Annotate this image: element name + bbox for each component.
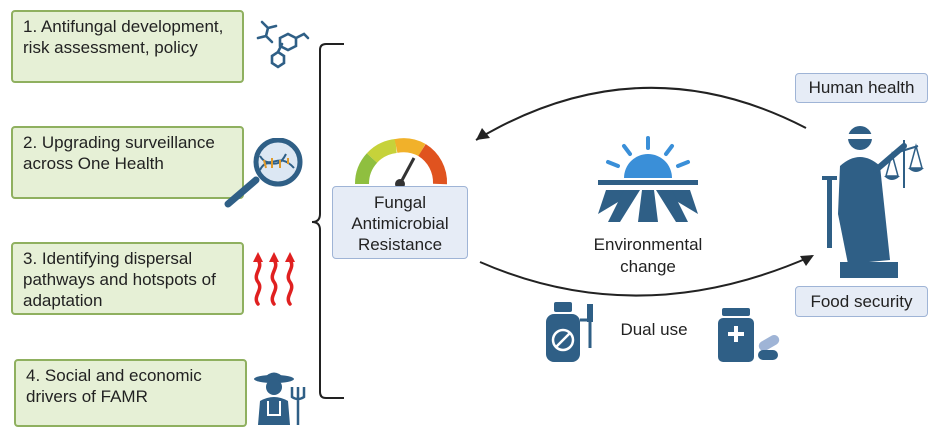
farmer-icon xyxy=(254,372,306,425)
dual-use-label: Dual use xyxy=(620,320,688,339)
arrow-to-outcomes xyxy=(479,255,813,297)
arrow-to-resistance-head xyxy=(476,128,490,140)
food-security-box: Food security xyxy=(795,286,928,317)
justice-statue-icon xyxy=(822,126,924,278)
heat-waves-icon xyxy=(253,252,295,306)
step-4-box: 4. Social and economic drivers of FAMR xyxy=(14,359,247,427)
step-1-label: 1. Antifungal development, risk assessme… xyxy=(23,17,224,57)
sprayer-icon xyxy=(546,302,593,362)
arrow-to-outcomes-head xyxy=(800,255,814,266)
medicine-icon xyxy=(718,308,780,362)
fungal-amr-label: Fungal Antimicrobial Resistance xyxy=(351,193,449,254)
step-3-box: 3. Identifying dispersal pathways and ho… xyxy=(11,242,244,315)
human-health-box: Human health xyxy=(795,73,928,103)
step-3-label: 3. Identifying dispersal pathways and ho… xyxy=(23,249,216,310)
sun-field-icon xyxy=(598,136,698,222)
step-1-box: 1. Antifungal development, risk assessme… xyxy=(11,10,244,83)
molecule-icon xyxy=(256,20,310,69)
human-health-label: Human health xyxy=(808,78,915,97)
food-security-label: Food security xyxy=(810,292,913,311)
environment-label: Environmental change xyxy=(593,235,703,276)
brace xyxy=(311,43,344,399)
arrow-to-resistance xyxy=(475,86,807,141)
step-2-label: 2. Upgrading surveillance across One Hea… xyxy=(23,133,215,173)
step-2-box: 2. Upgrading surveillance across One Hea… xyxy=(11,126,244,199)
gauge-icon xyxy=(354,138,447,189)
fungal-amr-box: Fungal Antimicrobial Resistance xyxy=(332,186,468,259)
magnifier-dna-icon xyxy=(224,138,303,208)
step-4-label: 4. Social and economic drivers of FAMR xyxy=(26,366,202,406)
